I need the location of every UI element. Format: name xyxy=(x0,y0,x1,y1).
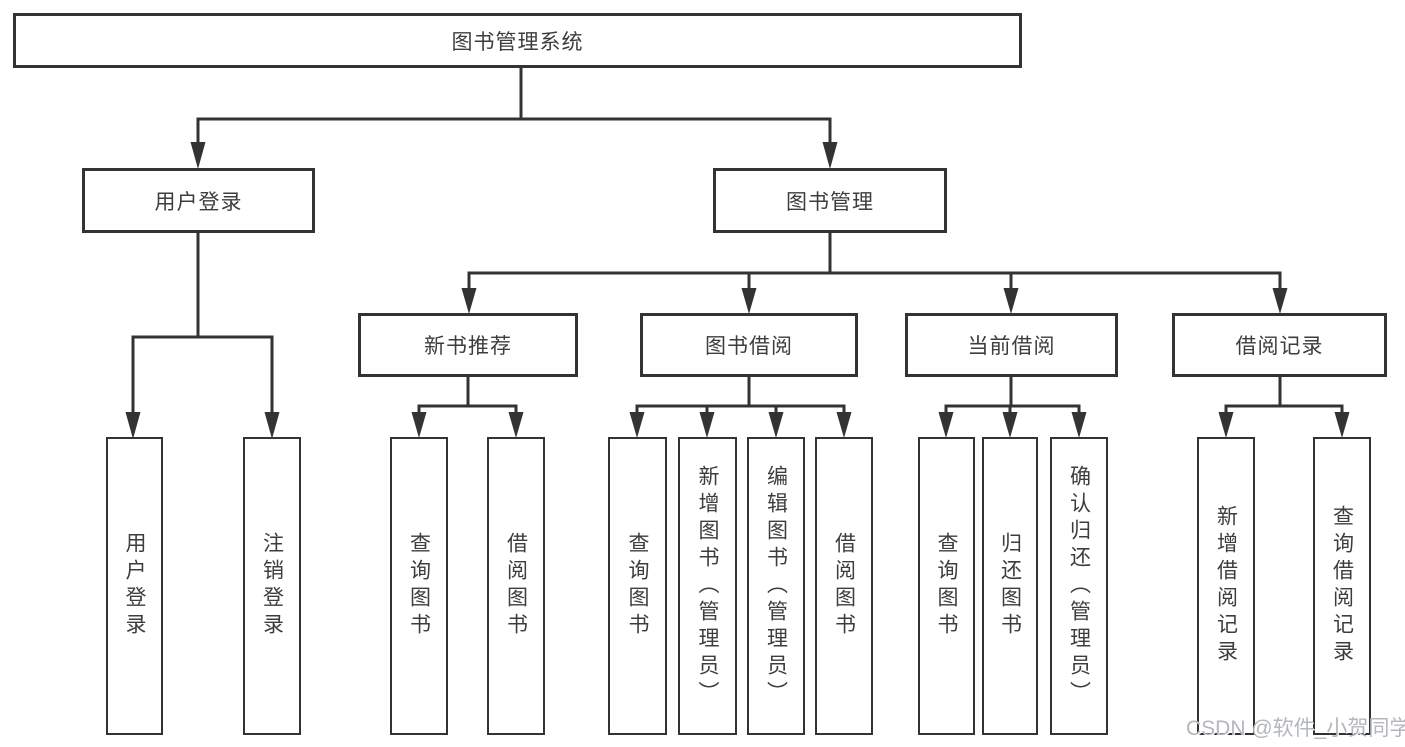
node-user-login: 用户登录 xyxy=(82,168,315,233)
node-query-borrow-record: 查询借阅记录 xyxy=(1313,437,1371,735)
node-edit-books-admin-label: 编辑图书（管理员） xyxy=(764,464,788,708)
node-book-management: 图书管理 xyxy=(713,168,947,233)
node-query-books-borrow: 查询图书 xyxy=(608,437,667,735)
node-return-books-label: 归还图书 xyxy=(998,532,1022,640)
node-library-management-system: 图书管理系统 xyxy=(13,13,1022,68)
node-query-books-recommend: 查询图书 xyxy=(390,437,448,735)
node-logout-leaf-label: 注销登录 xyxy=(260,532,284,640)
node-borrow-books-borrow-label: 借阅图书 xyxy=(832,532,856,640)
node-confirm-return-admin-label: 确认归还（管理员） xyxy=(1067,464,1091,708)
node-add-borrow-record-label: 新增借阅记录 xyxy=(1214,505,1238,667)
node-add-books-admin: 新增图书（管理员） xyxy=(678,437,737,735)
node-borrow-books-borrow: 借阅图书 xyxy=(815,437,873,735)
node-confirm-return-admin: 确认归还（管理员） xyxy=(1050,437,1108,735)
node-query-books-borrow-label: 查询图书 xyxy=(626,532,649,640)
node-new-book-recommend: 新书推荐 xyxy=(358,313,578,377)
node-query-books-current: 查询图书 xyxy=(918,437,975,735)
node-edit-books-admin: 编辑图书（管理员） xyxy=(747,437,805,735)
node-current-borrow: 当前借阅 xyxy=(905,313,1118,377)
node-query-books-recommend-label: 查询图书 xyxy=(407,532,431,640)
node-borrow-records: 借阅记录 xyxy=(1172,313,1387,377)
node-user-login-leaf: 用户登录 xyxy=(106,437,163,735)
node-query-borrow-record-label: 查询借阅记录 xyxy=(1330,505,1354,667)
node-query-books-current-label: 查询图书 xyxy=(935,532,958,640)
node-borrow-books-recommend-label: 借阅图书 xyxy=(504,532,528,640)
csdn-watermark: CSDN @软件_小贺同学 xyxy=(1186,717,1405,740)
node-book-borrow: 图书借阅 xyxy=(640,313,858,377)
node-return-books: 归还图书 xyxy=(982,437,1038,735)
node-add-books-admin-label: 新增图书（管理员） xyxy=(696,464,719,708)
node-user-login-leaf-label: 用户登录 xyxy=(123,532,146,640)
node-borrow-books-recommend: 借阅图书 xyxy=(487,437,545,735)
node-add-borrow-record: 新增借阅记录 xyxy=(1197,437,1255,735)
node-logout-leaf: 注销登录 xyxy=(243,437,301,735)
